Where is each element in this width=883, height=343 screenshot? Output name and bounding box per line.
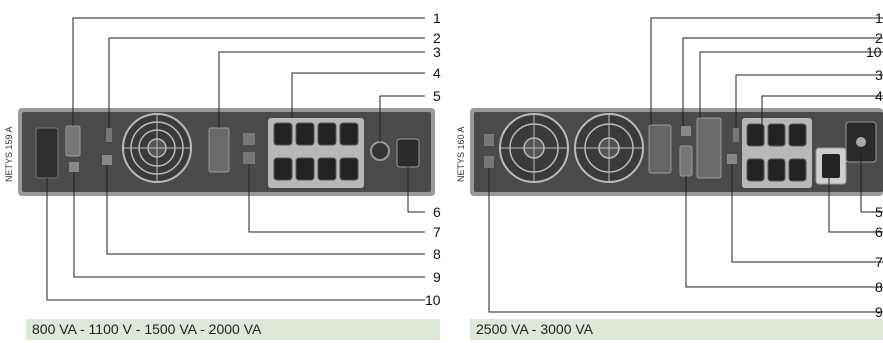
- right-serial-port: [679, 145, 693, 177]
- right-callout-lines: [488, 17, 883, 313]
- input-socket: [396, 138, 420, 168]
- right-breaker: [733, 128, 739, 142]
- left-callouts: 1 2 3 4 5 6 7 8 9 10: [425, 10, 441, 308]
- right-callout-7: 7: [875, 254, 883, 270]
- right-callout-9: 9: [875, 304, 883, 320]
- right-input-breaker: [856, 137, 866, 147]
- option-slot: [208, 127, 230, 173]
- usb-port: [69, 162, 79, 172]
- right-callout-6: 6: [875, 224, 883, 240]
- left-callout-7: 7: [433, 224, 441, 240]
- epo-port: [102, 155, 112, 165]
- right-model-label: NETYS 160 A: [456, 126, 466, 182]
- left-caption: 800 VA - 1100 V - 1500 VA - 2000 VA: [26, 319, 440, 340]
- right-callout-4: 4: [875, 88, 883, 104]
- input-breaker: [370, 141, 390, 161]
- high-power-outlet-socket: [822, 154, 840, 178]
- terminal-bottom: [243, 152, 255, 164]
- left-callout-4: 4: [433, 65, 441, 81]
- right-usb-port: [681, 126, 691, 136]
- right-card-slot: [696, 117, 722, 179]
- right-callout-8: 8: [875, 279, 883, 295]
- left-callout-2: 2: [433, 30, 441, 46]
- right-caption: 2500 VA - 3000 VA: [470, 319, 883, 340]
- right-epo-port: [727, 154, 737, 164]
- outlet-group-right: [742, 118, 812, 188]
- serial-port: [65, 125, 81, 157]
- right-callout-3: 3: [875, 67, 883, 83]
- left-callout-1: 1: [433, 10, 441, 26]
- comm-slot: [35, 127, 59, 179]
- right-comm-port-top: [484, 134, 494, 146]
- right-comm-port-bottom: [484, 156, 494, 168]
- left-callout-10: 10: [425, 292, 441, 308]
- right-option-slot: [648, 124, 672, 174]
- left-callout-6: 6: [433, 204, 441, 220]
- left-callout-8: 8: [433, 246, 441, 262]
- fan-icon: [499, 113, 569, 183]
- left-callout-9: 9: [433, 269, 441, 285]
- fan-icon: [122, 113, 192, 183]
- left-unit: [18, 108, 435, 196]
- left-callout-5: 5: [433, 88, 441, 104]
- outlet-group-left: [268, 118, 364, 188]
- left-model-label: NETYS 159 A: [4, 126, 14, 182]
- terminal-top: [243, 133, 255, 145]
- right-callout-10: 10: [866, 44, 882, 60]
- fan-icon: [574, 113, 644, 183]
- right-callout-1: 1: [875, 10, 883, 26]
- right-callouts: 1 2 10 3 4 5 6 7 8 9: [866, 10, 883, 320]
- left-callout-lines: [46, 17, 425, 301]
- right-callout-2: 2: [875, 30, 883, 46]
- breaker: [106, 128, 112, 142]
- right-callout-5: 5: [875, 204, 883, 220]
- left-callout-3: 3: [433, 44, 441, 60]
- right-unit: [470, 108, 883, 196]
